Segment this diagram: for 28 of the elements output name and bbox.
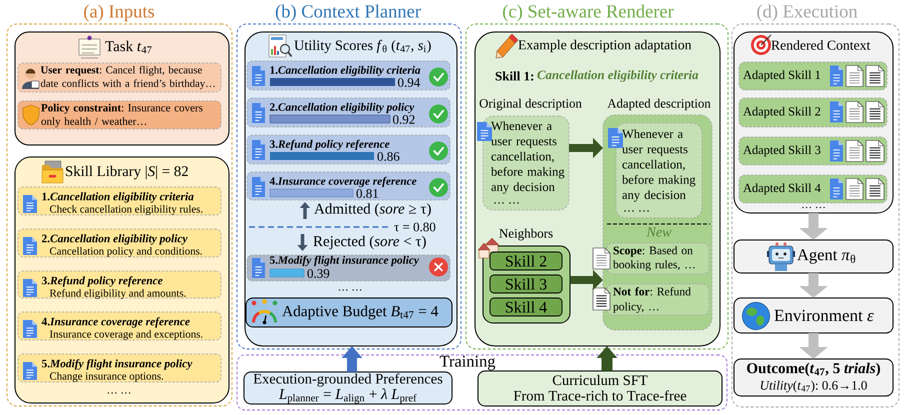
training-box: Curriculum SFT From Trace-rich to Trace-free [478, 370, 722, 406]
description-box: Original description Whenever a user requests cancellation, before making any decision … … [480, 98, 582, 210]
constraint-box: Policy constraint: Insurance covers only health / weather… [18, 100, 222, 130]
node-label: Original description [480, 98, 582, 110]
outcome-box: Outcome(t$_{47}$, 5 trials) Utility(t$_{47}$): 0.6→1.0 [734, 358, 894, 396]
budget-box: Adaptive Budget B$_{t47}$ = 4 [246, 298, 452, 328]
skill-box: Skill 2 [490, 252, 562, 270]
skill-card: 5.Modify flight insurance policy Change insurance options. [18, 354, 222, 382]
node-label: (a) Inputs [84, 4, 154, 22]
node-label: (d) Execution [757, 4, 858, 22]
node-label: Adapted description [607, 98, 711, 110]
status-text: Admitted (sore ≥ τ) [314, 203, 431, 217]
node-label: (b) Context Planner [276, 4, 421, 22]
node-label: (c) Set-aware Renderer [503, 4, 674, 22]
skill-box: Skill 4 [490, 298, 562, 316]
node-label: Neighbors [499, 228, 553, 240]
skill-card: 4.Insurance coverage reference Insurance coverage and exceptions. [18, 312, 222, 340]
status-text: Rejected (sore < τ) [313, 236, 426, 250]
skill-card: 2.Cancellation eligibility policy Cancellation policy and conditions. [18, 228, 222, 258]
skill-card: 1.Cancellation eligibility criteria Check cancellation eligibility rules. [18, 186, 222, 216]
skill-box: Skill 3 [490, 274, 562, 294]
threshold-label: τ = 0.80 [394, 222, 436, 232]
note-box: Not for: Refund policy, … [606, 284, 710, 316]
skill-card: 3.Refund policy reference Refund eligibility and amounts. [18, 270, 222, 299]
request-box: User request: Cancel flight, because date conflicts with a friend’s birthday… [18, 62, 222, 92]
description-box: Whenever a user requests cancellation, before making any decision … … [616, 122, 702, 218]
training-box: Execution-grounded Preferences L$_{planner}$ = L$_{align}$ + λ L$_{pref}$ [244, 372, 452, 404]
note-box: Scope: Based on booking rules, … [606, 242, 710, 274]
